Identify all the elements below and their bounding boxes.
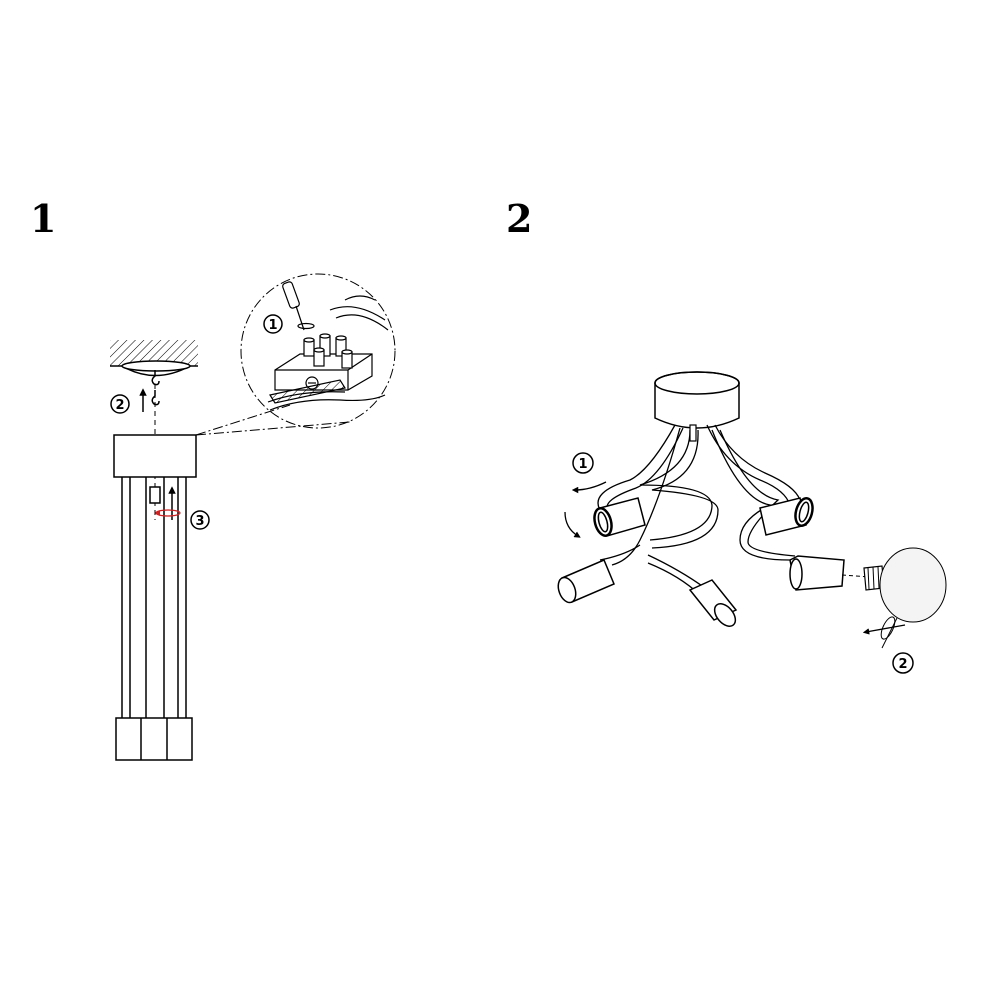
- terminal-block-icon: [267, 295, 389, 411]
- screwdriver-icon: [282, 281, 315, 331]
- callout-2-step2: 2: [892, 652, 914, 674]
- step-number-2: 2: [506, 196, 533, 241]
- hook-icon: [151, 370, 160, 386]
- hook-icon: [151, 390, 160, 406]
- callout-1-step1: 1: [263, 314, 283, 334]
- socket-open: [593, 497, 646, 537]
- canopy: [113, 434, 197, 478]
- step2-diagram: [557, 371, 947, 649]
- svg-text:1: 1: [578, 457, 587, 472]
- svg-text:1: 1: [268, 318, 277, 333]
- detail-magnifier: [240, 273, 396, 429]
- svg-text:2: 2: [115, 398, 124, 413]
- callout-2-step1: 2: [110, 394, 130, 414]
- light-bulb-icon: [863, 547, 947, 623]
- svg-text:3: 3: [195, 514, 204, 529]
- socket-open: [759, 497, 814, 536]
- flexible-arms: [597, 424, 801, 596]
- canopy: [654, 371, 740, 429]
- socket-closed: [557, 559, 615, 604]
- rotate-arrow-icon: [155, 509, 181, 517]
- socket-closed: [688, 579, 738, 627]
- rotate-arrow-icon: [564, 481, 607, 538]
- bottom-block: [115, 717, 193, 761]
- ceiling-plate: [121, 360, 191, 377]
- callout-1-step2: 1: [572, 452, 594, 474]
- suspension-rods: [121, 477, 187, 718]
- rotate-arrow-icon: [862, 616, 906, 649]
- step-number-1: 1: [30, 196, 57, 241]
- socket-closed: [789, 555, 845, 591]
- callout-3-step1: 3: [190, 510, 210, 530]
- svg-text:2: 2: [898, 657, 907, 672]
- step1-diagram: [110, 273, 396, 761]
